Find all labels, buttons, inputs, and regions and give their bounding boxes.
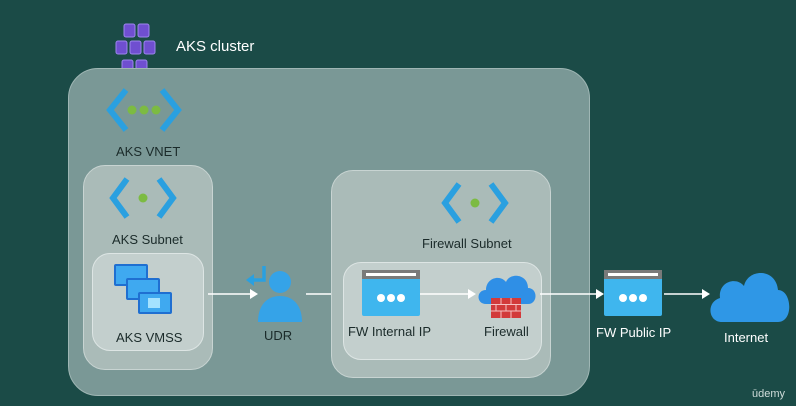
firewall-label: Firewall: [484, 324, 529, 339]
subnet-icon: [109, 177, 177, 219]
aks-subnet-label: AKS Subnet: [112, 232, 183, 247]
arrow-firewall-to-public-ip: [540, 289, 604, 299]
aks-vmss-label: AKS VMSS: [116, 330, 183, 345]
aks-cluster-label: AKS cluster: [176, 38, 255, 55]
arrow-public-ip-to-internet: [664, 289, 710, 299]
fw-internal-ip-icon: [362, 270, 420, 316]
udr-label: UDR: [264, 328, 293, 343]
fw-public-ip-icon: [604, 270, 662, 316]
aks-vnet-label: AKS VNET: [116, 144, 181, 159]
arrow-vmss-to-udr: [208, 289, 258, 299]
fw-internal-ip-label: FW Internal IP: [348, 324, 432, 339]
udr-icon: [246, 266, 302, 322]
firewall-subnet-icon: [441, 182, 509, 224]
vmss-icon: [114, 264, 172, 314]
arrow-fw-internal-to-firewall: [420, 289, 476, 299]
udemy-watermark: ūdemy: [752, 388, 786, 400]
internet-label: Internet: [724, 330, 769, 345]
vnet-icon: [106, 88, 182, 132]
internet-cloud-icon: [710, 272, 790, 322]
firewall-icon: [478, 275, 536, 318]
fw-public-ip-label: FW Public IP: [596, 325, 672, 340]
firewall-subnet-label: Firewall Subnet: [422, 236, 512, 251]
